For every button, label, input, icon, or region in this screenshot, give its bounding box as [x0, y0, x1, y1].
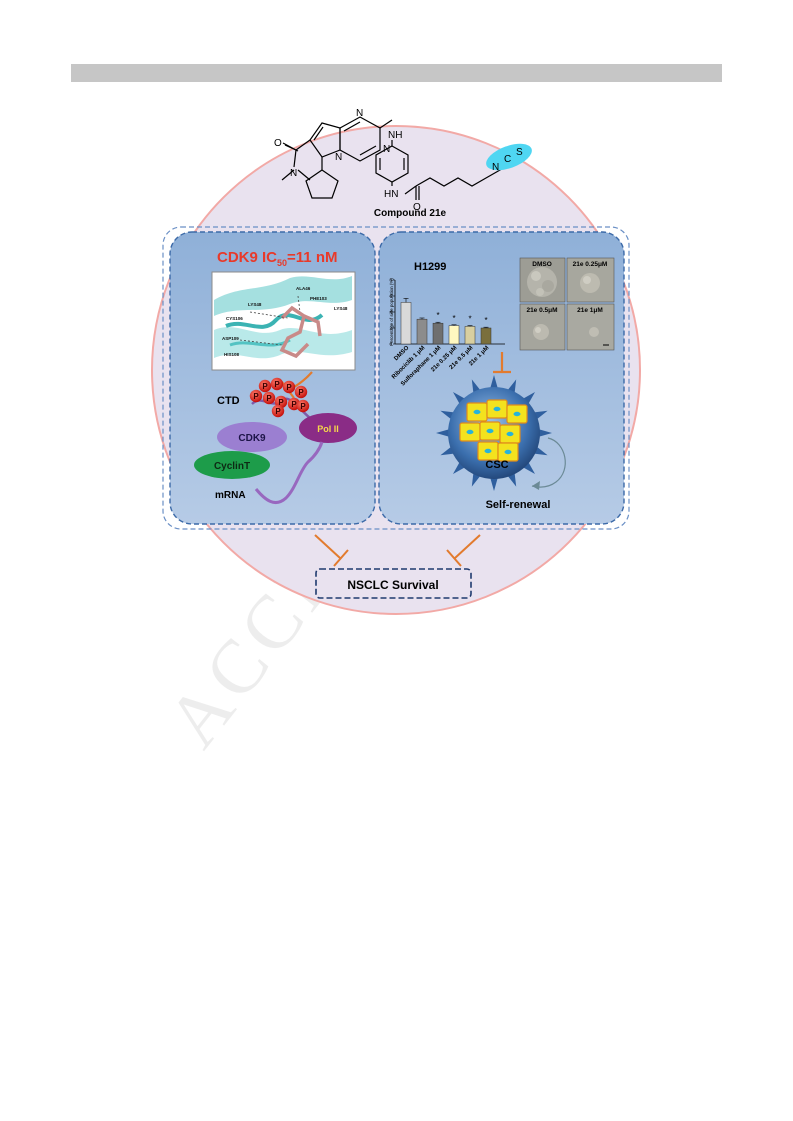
csc-nucleus-0 [473, 409, 481, 415]
phospho-label-6: P [278, 398, 284, 407]
sphere-image-05 [519, 303, 566, 351]
ic50-label: CDK9 IC50=11 nM [217, 249, 337, 268]
csc-nucleus-5 [506, 431, 514, 437]
phospho-label-1: P [274, 380, 280, 389]
phospho-label-9: P [300, 402, 306, 411]
bar-0 [400, 302, 412, 345]
csc-nucleus-3 [466, 429, 474, 435]
csc-sphere: CSC [436, 375, 566, 491]
inhibit-arrow-csc [493, 352, 511, 374]
phospho-circle-2 [282, 380, 296, 394]
cdk9-label: CDK9 [238, 433, 266, 444]
phospho-circle-0 [258, 379, 272, 393]
phospho-label-4: P [253, 392, 259, 401]
cyclint-label: CyclinT [214, 461, 250, 472]
ctd-label: CTD [217, 395, 240, 407]
y-tick-label-3: 6 [389, 294, 392, 299]
atom-o1: O [274, 138, 282, 149]
outcome-box [315, 568, 472, 599]
atom-o2: O [413, 202, 421, 213]
phospho-label-0: P [262, 382, 268, 391]
sphere-label-1: 21e 1μM [577, 307, 603, 314]
graphical-abstract: N N N NH HN O O N N C S Compound 21e CDK… [151, 108, 641, 615]
docking-image: ALA46 LYS48 CYS106 ASP109 HIS108 PHE103 … [211, 271, 356, 371]
mrna-label: mRNA [215, 490, 246, 501]
atom-n-iso: N [492, 162, 499, 173]
atom-n3: N [335, 152, 342, 163]
bar-1 [416, 318, 428, 345]
significance-4: * [468, 315, 471, 324]
docking-label-lys48-b: LYS48 [334, 306, 348, 311]
csc-nucleus-2 [513, 411, 521, 417]
phospho-label-7: P [291, 400, 297, 409]
header-bar [71, 64, 722, 82]
sphere-image-1 [566, 303, 615, 351]
csc-label: CSC [485, 459, 508, 471]
atom-nh-top: NH [388, 130, 402, 141]
phospho-circle-8 [271, 404, 285, 418]
self-renewal-arrow [531, 437, 566, 488]
csc-nucleus-1 [493, 406, 501, 412]
atom-n1: N [356, 108, 363, 119]
sphere-label-05: 21e 0.5μM [526, 307, 557, 314]
isothiocyanate-highlight [486, 143, 532, 171]
self-renewal-label: Self-renewal [486, 499, 551, 511]
atom-n-methyl: N [290, 168, 297, 179]
y-tick-label-1: 2 [389, 326, 392, 331]
inhibit-arrows-outcome [314, 534, 481, 567]
y-tick-label-4: 8 [389, 278, 392, 283]
phospho-label-5: P [266, 394, 272, 403]
atom-s-iso: S [516, 147, 523, 158]
y-tick-label-0: 0 [389, 342, 392, 347]
atom-n2: N [383, 144, 390, 155]
pol-ii-protein [299, 413, 357, 443]
atom-nh-amide: HN [384, 189, 398, 200]
compound-21e-structure [281, 116, 515, 200]
phospho-circle-9 [296, 399, 310, 413]
mrna-strand [254, 441, 324, 504]
bar-5 [480, 327, 492, 345]
cyclint-protein [194, 451, 270, 479]
compound-name: Compound 21e [374, 208, 447, 219]
bar-4 [464, 326, 476, 345]
atom-c-iso: C [504, 154, 511, 165]
phospho-circle-5 [262, 391, 276, 405]
phospho-circle-4 [249, 389, 263, 403]
pol-ii-label: Pol II [317, 424, 339, 434]
csc-nucleus-6 [484, 448, 492, 454]
sphere-label-dmso: DMSO [532, 261, 552, 268]
phospho-circle-1 [270, 377, 284, 391]
docking-label-phe103: PHE103 [310, 296, 327, 301]
y-axis-label: Percentage of side population (%) [389, 278, 394, 346]
docking-label-lys48-a: LYS48 [248, 302, 262, 307]
docking-label-his108: HIS108 [224, 352, 240, 357]
structure-atom-labels: N N N NH HN O O N N C S [274, 108, 523, 213]
phospho-circle-3 [294, 385, 308, 399]
phospho-label-8: P [275, 407, 281, 416]
chart-title: H1299 [414, 261, 446, 273]
phospho-label-3: P [298, 388, 304, 397]
y-tick-label-2: 4 [389, 310, 392, 315]
phospho-label-2: P [286, 383, 292, 392]
csc-nucleus-7 [504, 449, 512, 455]
csc-nucleus-4 [486, 428, 494, 434]
bar-3 [448, 325, 460, 345]
docking-label-asp109: ASP109 [222, 336, 239, 341]
cdk9-protein [217, 422, 287, 452]
significance-2: * [436, 311, 439, 320]
sphere-images: DMSO 21e 0.25μM 21e 0.5μM 21e 1μM [519, 257, 615, 351]
docking-label-cys106: CYS106 [226, 316, 243, 321]
outcome-label: NSCLC Survival [347, 578, 438, 592]
significance-3: * [452, 314, 455, 323]
significance-5: * [484, 316, 487, 325]
docking-label-ala46: ALA46 [296, 286, 311, 291]
bar-2 [432, 322, 444, 345]
sphere-label-025: 21e 0.25μM [573, 261, 608, 268]
